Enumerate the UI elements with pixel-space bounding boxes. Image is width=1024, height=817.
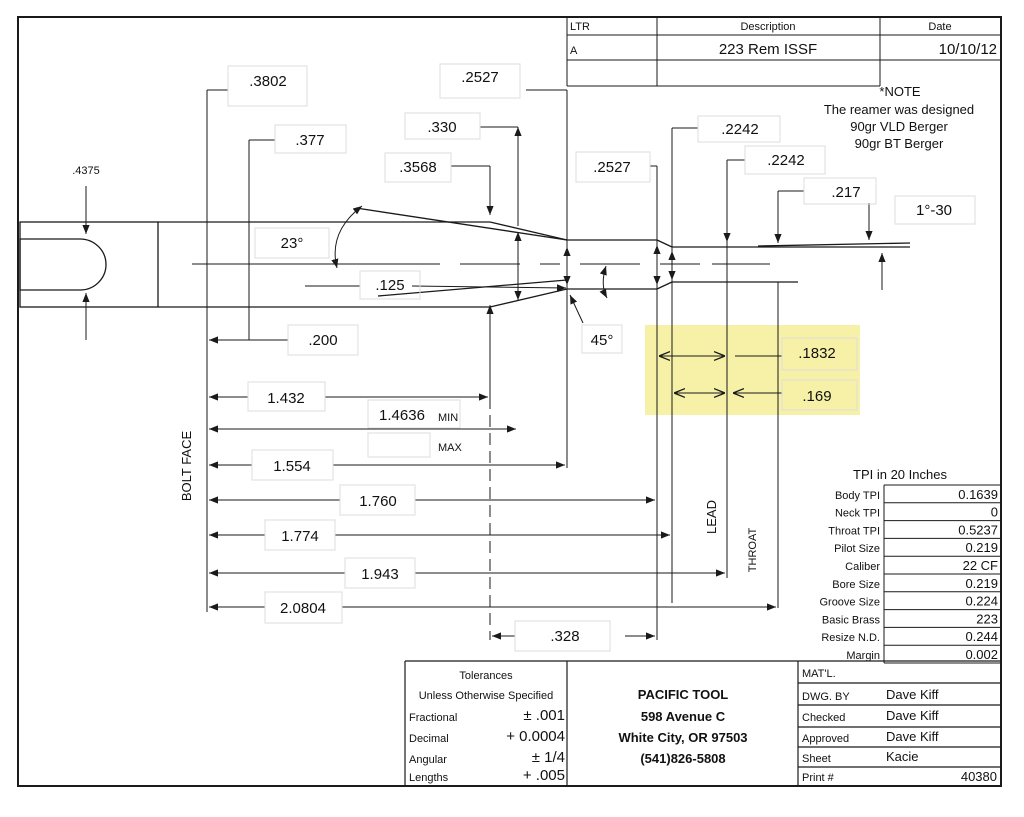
tpi-row-value: 0 [991,505,998,520]
dim-3568: .3568 [399,159,437,176]
tpi-row-label: Groove Size [819,597,880,609]
note-line-3: 90gr BT Berger [855,136,944,151]
tpi-row-value: 0.5237 [958,522,998,537]
tolerances-title: Tolerances [459,670,513,682]
tpi-table-title: TPI in 20 Inches [853,467,947,482]
dim-200: .200 [308,332,337,349]
dim-330: .330 [427,119,456,136]
note-title: *NOTE [879,84,921,99]
dim-169: .169 [802,388,831,405]
note-line-2: 90gr VLD Berger [850,119,948,134]
tpi-row-value: 22 CF [963,558,998,573]
len-20804: 2.0804 [280,600,326,617]
bolt-face-label: BOLT FACE [179,431,194,502]
rev-date: 10/10/12 [939,41,997,58]
dim-2527-top: .2527 [461,69,499,86]
len-1943: 1.943 [361,566,399,583]
dimension-boxes [227,63,976,652]
dim-3802: .3802 [249,73,287,90]
dim-2527: .2527 [593,159,631,176]
rev-header-date: Date [928,21,951,33]
len-1554: 1.554 [273,458,311,475]
rev-ltr: A [570,45,578,57]
len-1760: 1.760 [359,493,397,510]
tolerance-value: + .005 [523,767,565,784]
tpi-row-label: Bore Size [832,579,880,591]
company-address: 598 Avenue C [641,709,726,724]
print-value: 40380 [961,769,997,784]
meta-row-value: Kacie [886,749,919,764]
tpi-row-value: 0.224 [965,594,998,609]
tpi-row-label: Resize N.D. [821,632,880,644]
meta-row-label: DWG. BY [802,691,850,703]
tpi-row-label: Pilot Size [834,543,880,555]
lead-label: LEAD [704,500,719,534]
tpi-row-label: Neck TPI [835,508,880,520]
dimension-arrows [82,126,886,640]
tolerance-value: ± .001 [523,707,565,724]
meta-row-value: Dave Kiff [886,687,939,702]
tpi-row-value: 0.1639 [958,487,998,502]
dim-shoulder-angle: 23° [281,235,304,252]
dim-2242-a: .2242 [721,121,759,138]
print-label: Print # [802,772,835,784]
tpi-row-value: 0.219 [965,540,998,555]
tpi-row-label: Body TPI [835,490,880,502]
dim-1832: .1832 [798,345,836,362]
len-1774: 1.774 [281,528,319,545]
tpi-row-value: 0.244 [965,629,998,644]
tpi-row-value: 0.219 [965,576,998,591]
len-min-label: MIN [438,412,458,424]
note-line-1: The reamer was designed [824,102,974,117]
dim-4375: .4375 [72,165,100,177]
tolerance-label: Lengths [409,772,449,784]
company-name: PACIFIC TOOL [638,687,729,702]
tpi-table-grid [883,484,1002,664]
tolerance-label: Fractional [409,712,457,724]
len-1432: 1.432 [267,390,305,407]
meta-row-value: Dave Kiff [886,729,939,744]
len-max-label: MAX [438,442,463,454]
company-city: White City, OR 97503 [618,730,747,745]
len-328: .328 [550,628,579,645]
len-14636: 1.4636 [379,407,425,424]
meta-row-value: Dave Kiff [886,708,939,723]
matl-label: MAT'L. [802,668,836,680]
throat-label: THROAT [747,528,759,573]
meta-row-label: Checked [802,712,845,724]
meta-row-label: Sheet [802,753,831,765]
tolerance-label: Angular [409,754,447,766]
dim-taper-angle: 1°-30 [916,202,952,219]
meta-row-label: Approved [802,733,849,745]
highlight-arrows [659,356,782,393]
rev-header-description: Description [740,21,795,33]
tpi-row-label: Caliber [845,561,880,573]
tpi-row-label: Throat TPI [828,525,880,537]
rev-description: 223 Rem ISSF [719,41,817,58]
dim-45: 45° [591,332,614,349]
tolerance-value: ± 1/4 [532,749,565,766]
title-block-grid [404,660,1001,786]
tpi-row-value: 0.002 [965,647,998,662]
tolerance-label: Decimal [409,733,449,745]
revision-block [566,17,1001,87]
rev-header-ltr: LTR [570,21,590,33]
dim-377: .377 [295,132,324,149]
tpi-row-label: Margin [846,650,880,662]
tpi-row-label: Basic Brass [822,614,881,626]
reamer-profile [19,207,911,308]
dim-125: .125 [375,277,404,294]
tolerance-value: + 0.0004 [506,728,565,745]
company-phone: (541)826-5808 [640,751,725,766]
dim-2242-b: .2242 [767,152,805,169]
tolerances-subtitle: Unless Otherwise Specified [419,690,554,702]
tpi-row-value: 223 [976,611,998,626]
dim-217: .217 [831,184,860,201]
drawing-border [17,16,1002,787]
